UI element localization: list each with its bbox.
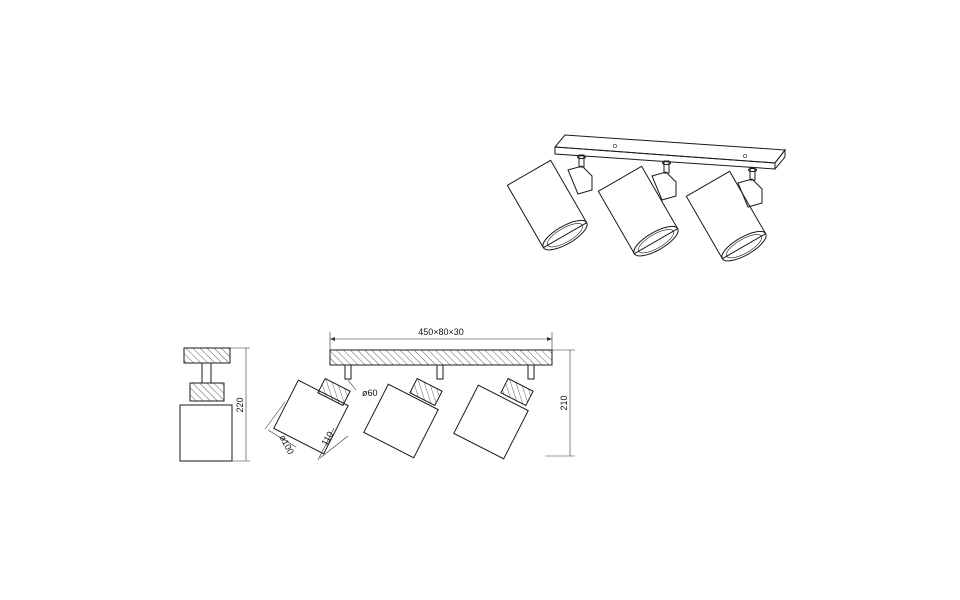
side-shade — [179, 404, 233, 462]
front-spot-3 — [453, 364, 535, 460]
screw-hole — [613, 144, 617, 148]
side-canopy — [183, 347, 231, 364]
front-spot-2 — [363, 364, 444, 459]
iso-spot-2 — [597, 160, 679, 257]
front-bar — [329, 349, 553, 366]
dim-shade-diameter: ø100 — [277, 433, 295, 456]
dim-height-single: 220 — [235, 397, 245, 412]
side-view: 220 — [179, 347, 250, 462]
front-view: 450×80×30 210 — [264, 327, 575, 461]
dim-bar-size: 450×80×30 — [418, 327, 464, 337]
dim-height-bar: 210 — [559, 395, 569, 410]
dim-holder-diameter: ø60 — [362, 388, 378, 398]
dim-shade-length: 110 — [319, 430, 335, 447]
screw-hole — [743, 154, 747, 158]
iso-spot-1 — [506, 154, 593, 251]
side-holder — [189, 382, 225, 402]
front-spot-1 — [273, 364, 352, 455]
isometric-view — [506, 134, 786, 262]
iso-spot-3 — [685, 167, 767, 262]
